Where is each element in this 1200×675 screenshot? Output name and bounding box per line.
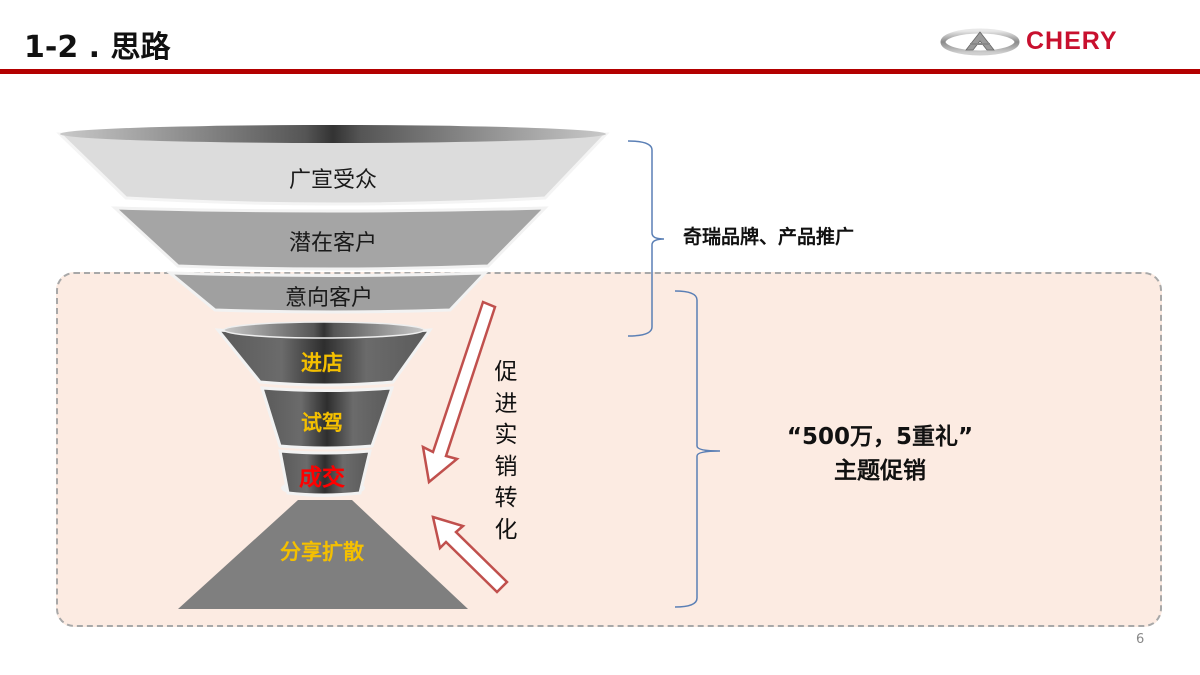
- funnel-stage-3-label: 意向客户: [284, 286, 373, 311]
- brand-bracket: [627, 140, 665, 337]
- funnel-stage-3-shape: [165, 271, 489, 314]
- funnel-stage-7-label: 分享扩散: [280, 540, 364, 564]
- page-number: 6: [1136, 632, 1145, 647]
- brand-promotion-label: 奇瑞品牌、产品推广: [683, 226, 855, 248]
- promotion-title: “500万，5重礼” 主题促销: [730, 420, 1030, 488]
- funnel-stage-2-shape: [111, 206, 549, 271]
- logo-wordmark: CHERY: [1026, 27, 1118, 55]
- funnel-stage-6-shape: [278, 449, 372, 497]
- funnel-stage-4-label: 进店: [301, 351, 343, 375]
- chery-logo: CHERY: [940, 24, 1160, 60]
- funnel-stage-5-shape: [259, 386, 395, 450]
- funnel-top-rim: [60, 125, 606, 143]
- promotion-line-1: “500万，5重礼”: [786, 424, 974, 450]
- promotion-line-2: 主题促销: [834, 458, 926, 484]
- funnel-stage-5-label: 试驾: [301, 411, 343, 435]
- conversion-label: 促进实销转化: [494, 359, 518, 543]
- up-arrow-icon: [431, 515, 509, 594]
- funnel-stage-1-label: 广宣受众: [288, 168, 377, 193]
- funnel-stage-6-label: 成交: [299, 465, 345, 491]
- down-arrow-icon: [421, 300, 497, 485]
- funnel-inner-rim: [223, 321, 425, 339]
- page-title: 1-2 . 思路: [24, 30, 171, 65]
- funnel-stage-2-label: 潜在客户: [288, 231, 377, 256]
- promo-bracket: [674, 290, 721, 608]
- chery-emblem-icon: [940, 28, 1020, 56]
- title-divider: [0, 69, 1200, 74]
- share-pyramid-shape: [178, 500, 468, 609]
